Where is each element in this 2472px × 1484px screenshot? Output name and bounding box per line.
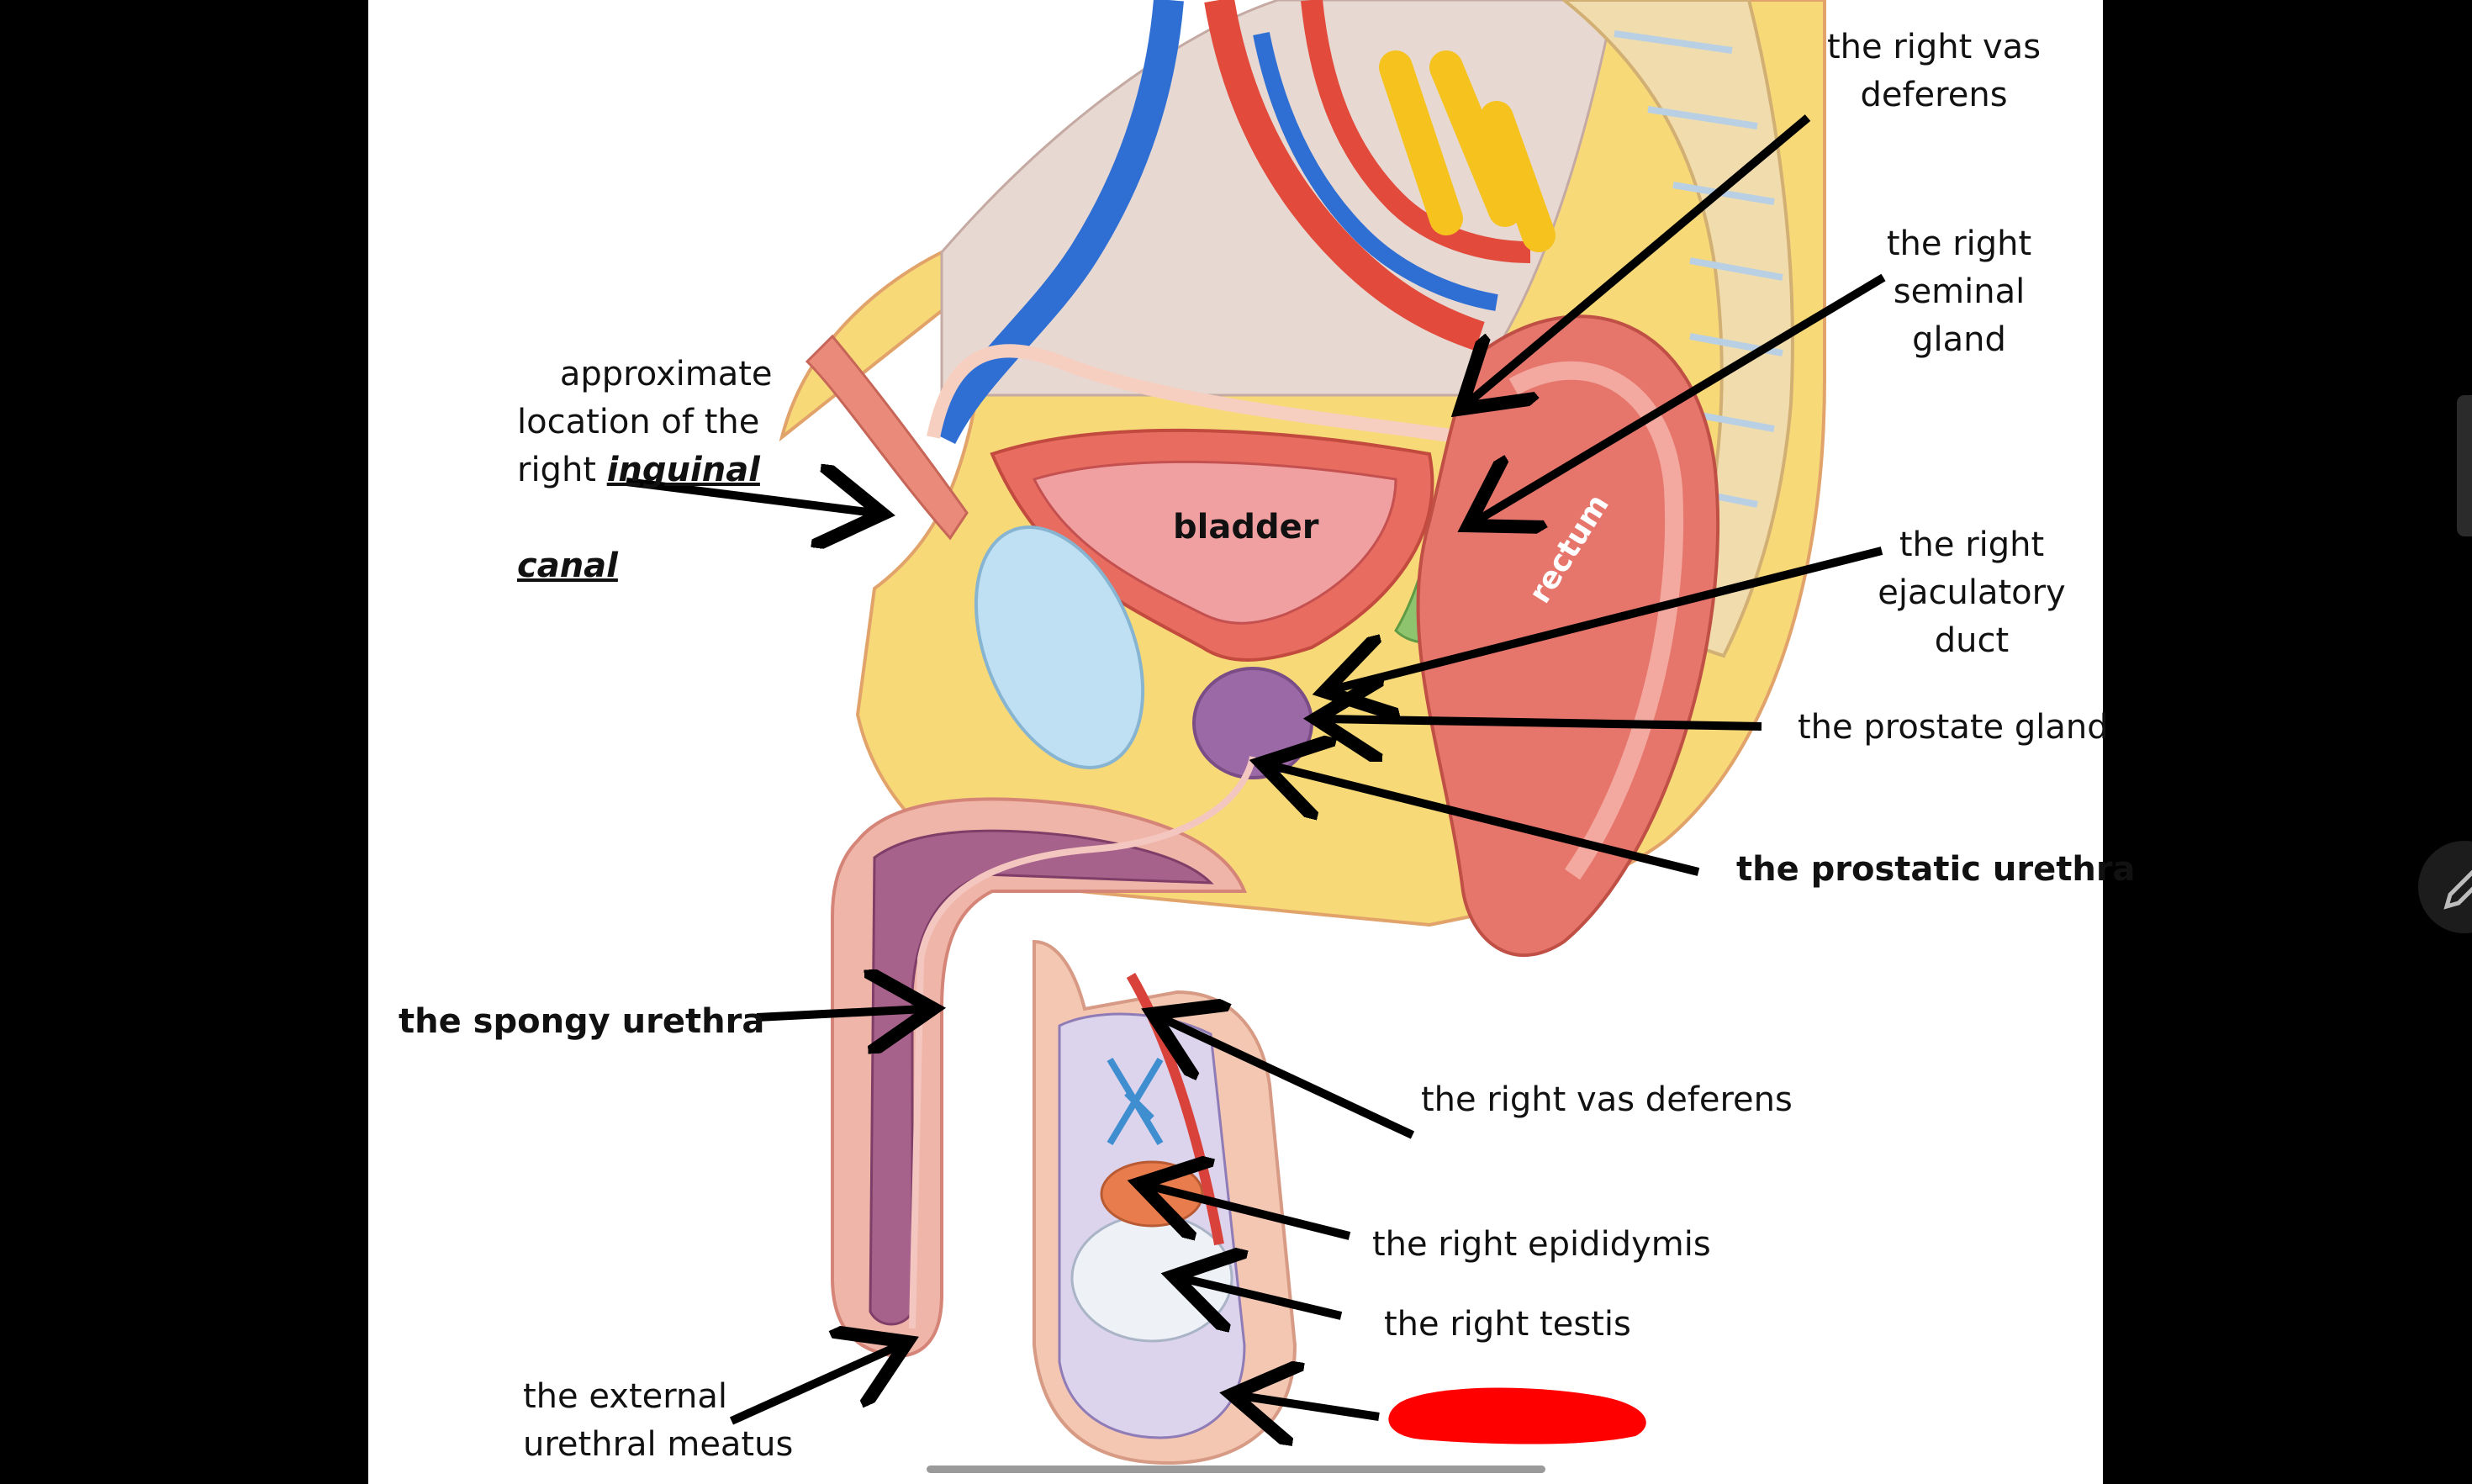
label-external-urethral-meatus: the external urethral meatus <box>523 1377 794 1464</box>
label-spongy-urethra: the spongy urethra <box>399 1002 765 1041</box>
arrow-prostatic-urethra <box>1270 765 1700 876</box>
artery-main <box>1204 0 1485 351</box>
arrow-epididymis <box>1148 1186 1351 1236</box>
label-inguinal-text: approximate location of the right <box>517 355 773 489</box>
testis <box>1070 1213 1233 1343</box>
arrow-scrotal-layer <box>1240 1396 1380 1417</box>
bladder-label: bladder <box>1173 508 1319 547</box>
arrow-spongy-urethra <box>756 1009 925 1017</box>
side-panel-handle[interactable] <box>2457 395 2472 536</box>
penis <box>831 797 1247 1358</box>
label-inguinal-word: inguinal <box>606 451 760 489</box>
arrow-vas-deferens-lower <box>1160 1017 1415 1139</box>
label-prostate-gland: the prostate gland <box>1798 708 2109 747</box>
abdominal-muscle <box>805 334 969 541</box>
label-inguinal-canal: approximate location of the right inguin… <box>517 303 773 638</box>
label-prostatic-urethra: the prostatic urethra <box>1736 850 2136 889</box>
home-indicator[interactable] <box>927 1466 1545 1473</box>
label-right-vas-deferens-top: the right vas deferens <box>1826 28 2042 114</box>
arrow-testis <box>1181 1278 1343 1316</box>
vein-main <box>927 0 1184 445</box>
pubic-symphysis <box>974 525 1145 769</box>
label-right-ejaculatory-duct: the right ejaculatory duct <box>1878 525 2066 660</box>
bladder-lumen <box>1032 460 1397 625</box>
edit-button[interactable] <box>2418 841 2472 933</box>
pencil-icon <box>2443 869 2472 910</box>
label-right-vas-deferens-lower: the right vas deferens <box>1421 1080 1793 1119</box>
arrow-external-urethral-meatus <box>729 1345 900 1425</box>
vein-branch <box>1253 32 1498 311</box>
label-right-epididymis: the right epididymis <box>1372 1225 1711 1264</box>
redaction-mark <box>1388 1387 1646 1444</box>
rectal-folds <box>1508 361 1684 880</box>
label-canal-word: canal <box>517 547 618 585</box>
urethra-path <box>909 756 1256 1329</box>
arrow-vas-deferens-top <box>1467 114 1811 404</box>
label-right-seminal-gland: the right seminal gland <box>1886 224 2032 359</box>
label-arrows <box>626 114 1886 1425</box>
sacral-nerves <box>1379 50 1556 252</box>
artery-branch <box>1301 0 1531 263</box>
arrow-inguinal-canal <box>626 482 874 513</box>
arrow-ejaculatory-duct <box>1333 547 1883 689</box>
label-right-testis: the right testis <box>1384 1305 1631 1344</box>
arrow-seminal-gland <box>1476 273 1886 521</box>
arrow-prostate-gland <box>1324 719 1762 726</box>
